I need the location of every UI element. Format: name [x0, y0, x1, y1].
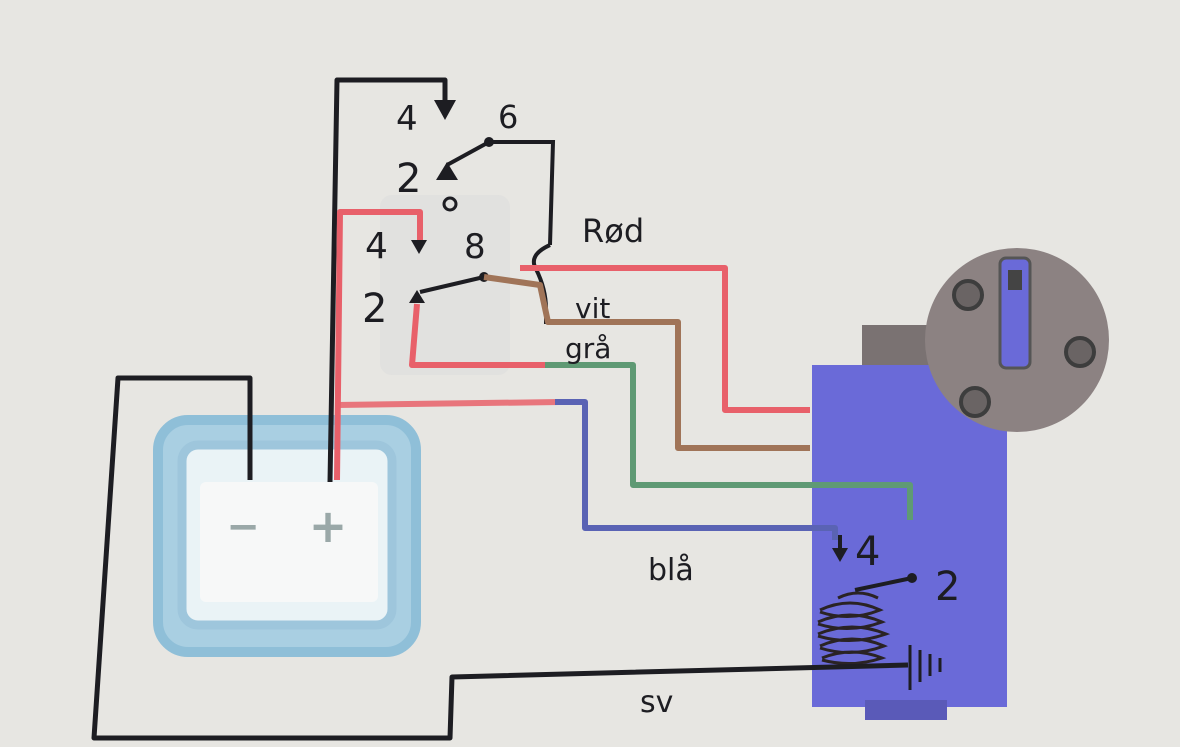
motor-pin-4-arrowhead: [832, 548, 848, 562]
label-gra: grå: [565, 332, 611, 365]
battery-plus-label: +: [309, 499, 348, 553]
motor-coil: [817, 591, 891, 665]
colored-wires: [334, 209, 913, 540]
wire-red-pin-2: [409, 303, 545, 368]
label-bla: blå: [648, 553, 694, 588]
wire-black-pin-6: [489, 140, 556, 246]
switch-upper-pin-4-label: 4: [396, 99, 418, 139]
wiper-motor: 4 2: [812, 248, 1109, 720]
motor-contact-dot: [907, 573, 917, 583]
black-wires: [91, 77, 909, 741]
label-vit: vit: [575, 292, 610, 325]
wire-green-gra: [545, 362, 913, 520]
motor-shaft: [998, 256, 1032, 370]
wire-black-minus: [91, 375, 909, 741]
switch-upper-pin-2-label: 2: [396, 156, 421, 202]
wire-labels: Rød vit grå blå sv: [565, 212, 694, 720]
motor-bolt-2: [1064, 336, 1096, 368]
switch-lower-pin-2-label: 2: [362, 286, 387, 332]
wire-brown-vit: [483, 274, 810, 451]
motor-shaft-slot: [1008, 270, 1022, 290]
switch-lower-pin-4-label: 4: [365, 226, 388, 267]
motor-bolt-3: [959, 386, 991, 418]
switch-upper-arrow: [434, 100, 456, 120]
motor-bolt-1: [952, 279, 984, 311]
wire-blue-bla: [555, 399, 838, 540]
switch-upper-lever: [446, 140, 490, 167]
motor-pin-4-label: 4: [855, 529, 880, 575]
ground-symbol: [908, 645, 942, 690]
switch-lower-arrow-4: [411, 240, 427, 254]
motor-pin-2-label: 2: [935, 564, 960, 610]
switch-upper-pin-2-dot: [442, 196, 458, 212]
battery: − +: [153, 415, 421, 657]
label-rod: Rød: [582, 212, 644, 250]
switch-upper-pin-6-label: 6: [498, 98, 518, 136]
switch-lower-pin-8-label: 8: [464, 227, 486, 267]
switch-lower-arrow-2: [409, 290, 425, 303]
motor-base: [865, 700, 947, 720]
battery-face: [200, 482, 378, 602]
wire-red-to-switch: [334, 209, 423, 481]
switch-lower-lever: [419, 275, 485, 294]
label-sv: sv: [640, 685, 673, 720]
wire-red-rod: [520, 265, 810, 413]
wire-red-main: [336, 399, 561, 408]
wire-black-plus: [327, 77, 448, 483]
battery-minus-label: −: [226, 504, 260, 550]
switch-upper-contact: [436, 162, 458, 180]
motor-internal-contact: [854, 576, 913, 592]
